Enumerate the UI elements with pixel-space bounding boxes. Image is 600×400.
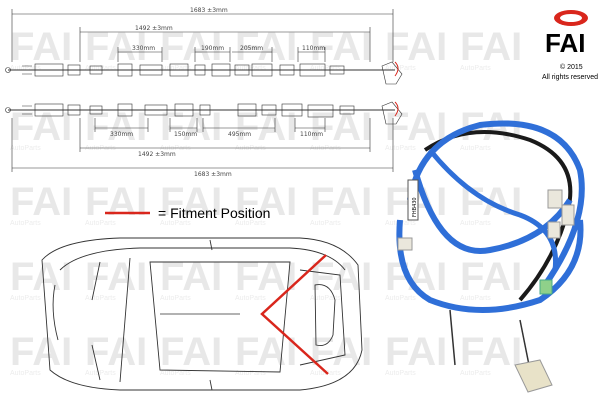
logo-text: FAI xyxy=(545,28,585,58)
watermark-sub: AutoParts xyxy=(85,145,116,152)
watermark-sub: AutoParts xyxy=(10,370,41,377)
dim-bot-overall: 1683 ±3mm xyxy=(194,171,232,178)
cable-blue-2 xyxy=(396,219,584,313)
cable-fitting-2 xyxy=(561,204,575,226)
cable-fitting-4 xyxy=(397,237,413,251)
watermark-sub: AutoParts xyxy=(460,370,491,377)
watermark-sub: AutoParts xyxy=(160,220,191,227)
watermark-sub: AutoParts xyxy=(10,295,41,302)
cable-fitting-1 xyxy=(547,189,563,209)
watermark-sub: AutoParts xyxy=(460,295,491,302)
watermark-logo: FAI xyxy=(235,105,297,149)
fitment-position-marker xyxy=(260,254,329,375)
watermark-logo: FAI xyxy=(10,105,72,149)
dim-bot-seg1: 330mm xyxy=(110,131,133,138)
watermark-sub: AutoParts xyxy=(10,220,41,227)
watermark-logo: FAI xyxy=(310,25,372,69)
dim-top-overall: 1683 ±3mm xyxy=(190,7,228,14)
watermark-sub: AutoParts xyxy=(310,145,341,152)
legend-label: = Fitment Position xyxy=(158,205,270,221)
watermark-logo: FAI xyxy=(160,25,222,69)
watermark-logo: FAI xyxy=(310,105,372,149)
watermark-logo: FAI xyxy=(460,255,522,299)
copyright-year: © 2015 xyxy=(560,63,583,71)
watermark-sub: AutoParts xyxy=(235,370,266,377)
cable-end-bracket xyxy=(514,359,553,393)
watermark-logo: FAI xyxy=(10,330,72,374)
watermark-logo: FAI xyxy=(160,105,222,149)
watermark-logo: FAI xyxy=(160,180,222,224)
watermark-logo: FAI xyxy=(160,330,222,374)
cable-drawing-bottom xyxy=(5,101,403,172)
product-tag xyxy=(407,179,419,221)
watermark-logo: FAI xyxy=(10,255,72,299)
watermark-sub: AutoParts xyxy=(160,145,191,152)
watermark-sub: AutoParts xyxy=(385,65,416,72)
copyright-rights: All rights reserved xyxy=(542,74,598,81)
watermark-sub: AutoParts xyxy=(385,370,416,377)
cable-drawing-top xyxy=(5,9,403,85)
watermark-sub: AutoParts xyxy=(235,145,266,152)
cable-clip-green xyxy=(539,279,553,295)
watermark-sub: AutoParts xyxy=(235,295,266,302)
watermark-sub: AutoParts xyxy=(385,145,416,152)
watermark-logo: FAI xyxy=(460,330,522,374)
car-outline xyxy=(41,237,363,391)
dim-bot-seg3: 495mm xyxy=(228,131,251,138)
cable-end-rod-2 xyxy=(519,319,531,371)
cable-fitting-3 xyxy=(547,221,561,239)
watermark-sub: AutoParts xyxy=(85,295,116,302)
cable-sleeve-black xyxy=(423,130,573,302)
watermark-logo: FAI xyxy=(85,255,147,299)
watermark-logo: FAI xyxy=(10,25,72,69)
cable-end-rod-1 xyxy=(449,309,456,366)
legend: = Fitment Position xyxy=(105,205,270,221)
product-photo: FHB430 xyxy=(396,120,585,393)
fai-logo: FAI © 2015 All rights reserved xyxy=(542,10,598,81)
cable-blue-1 xyxy=(407,120,585,287)
watermark-logo: FAI xyxy=(85,180,147,224)
dim-top-seg1: 330mm xyxy=(132,45,155,52)
product-tag-text: FHB430 xyxy=(412,197,418,217)
dim-top-inner: 1492 ±3mm xyxy=(135,25,173,32)
watermark-sub: AutoParts xyxy=(160,295,191,302)
watermark-logo: FAI xyxy=(235,180,297,224)
watermark-sub: AutoParts xyxy=(235,65,266,72)
watermark-sub: AutoParts xyxy=(460,145,491,152)
fitting-mark-top xyxy=(394,61,399,77)
watermark-logo: FAI xyxy=(10,180,72,224)
watermark-logo: FAI xyxy=(385,330,447,374)
watermark-logo: FAI xyxy=(85,105,147,149)
watermark-sub: AutoParts xyxy=(310,220,341,227)
watermark-sub: AutoParts xyxy=(460,220,491,227)
watermark-sub: AutoParts xyxy=(310,295,341,302)
watermark-sub: AutoParts xyxy=(10,65,41,72)
watermark-logo: FAI xyxy=(85,25,147,69)
dim-top-seg2: 190mm xyxy=(201,45,224,52)
watermark-logo: FAI xyxy=(460,25,522,69)
dim-top-seg3: 205mm xyxy=(240,45,263,52)
dim-bot-inner: 1492 ±3mm xyxy=(138,151,176,158)
watermark-sub: AutoParts xyxy=(10,145,41,152)
watermark-sub: AutoParts xyxy=(85,65,116,72)
watermark-sub: AutoParts xyxy=(85,220,116,227)
dim-bot-seg4: 110mm xyxy=(300,131,323,138)
watermark-logo: FAI xyxy=(85,330,147,374)
watermark-logo: FAI xyxy=(235,25,297,69)
cable-blue-4 xyxy=(428,148,559,271)
watermark-sub: AutoParts xyxy=(460,65,491,72)
watermark-sub: AutoParts xyxy=(85,370,116,377)
watermark-sub: AutoParts xyxy=(160,370,191,377)
fitting-mark-bottom xyxy=(394,101,399,117)
watermark-logo: FAI xyxy=(385,25,447,69)
watermark-sub: AutoParts xyxy=(235,220,266,227)
watermark-logo: FAI xyxy=(310,180,372,224)
dim-top-seg4: 110mm xyxy=(302,45,325,52)
watermark-sub: AutoParts xyxy=(385,295,416,302)
watermark-sub: AutoParts xyxy=(160,65,191,72)
watermark-sub: AutoParts xyxy=(310,65,341,72)
dim-bot-seg2: 150mm xyxy=(174,131,197,138)
